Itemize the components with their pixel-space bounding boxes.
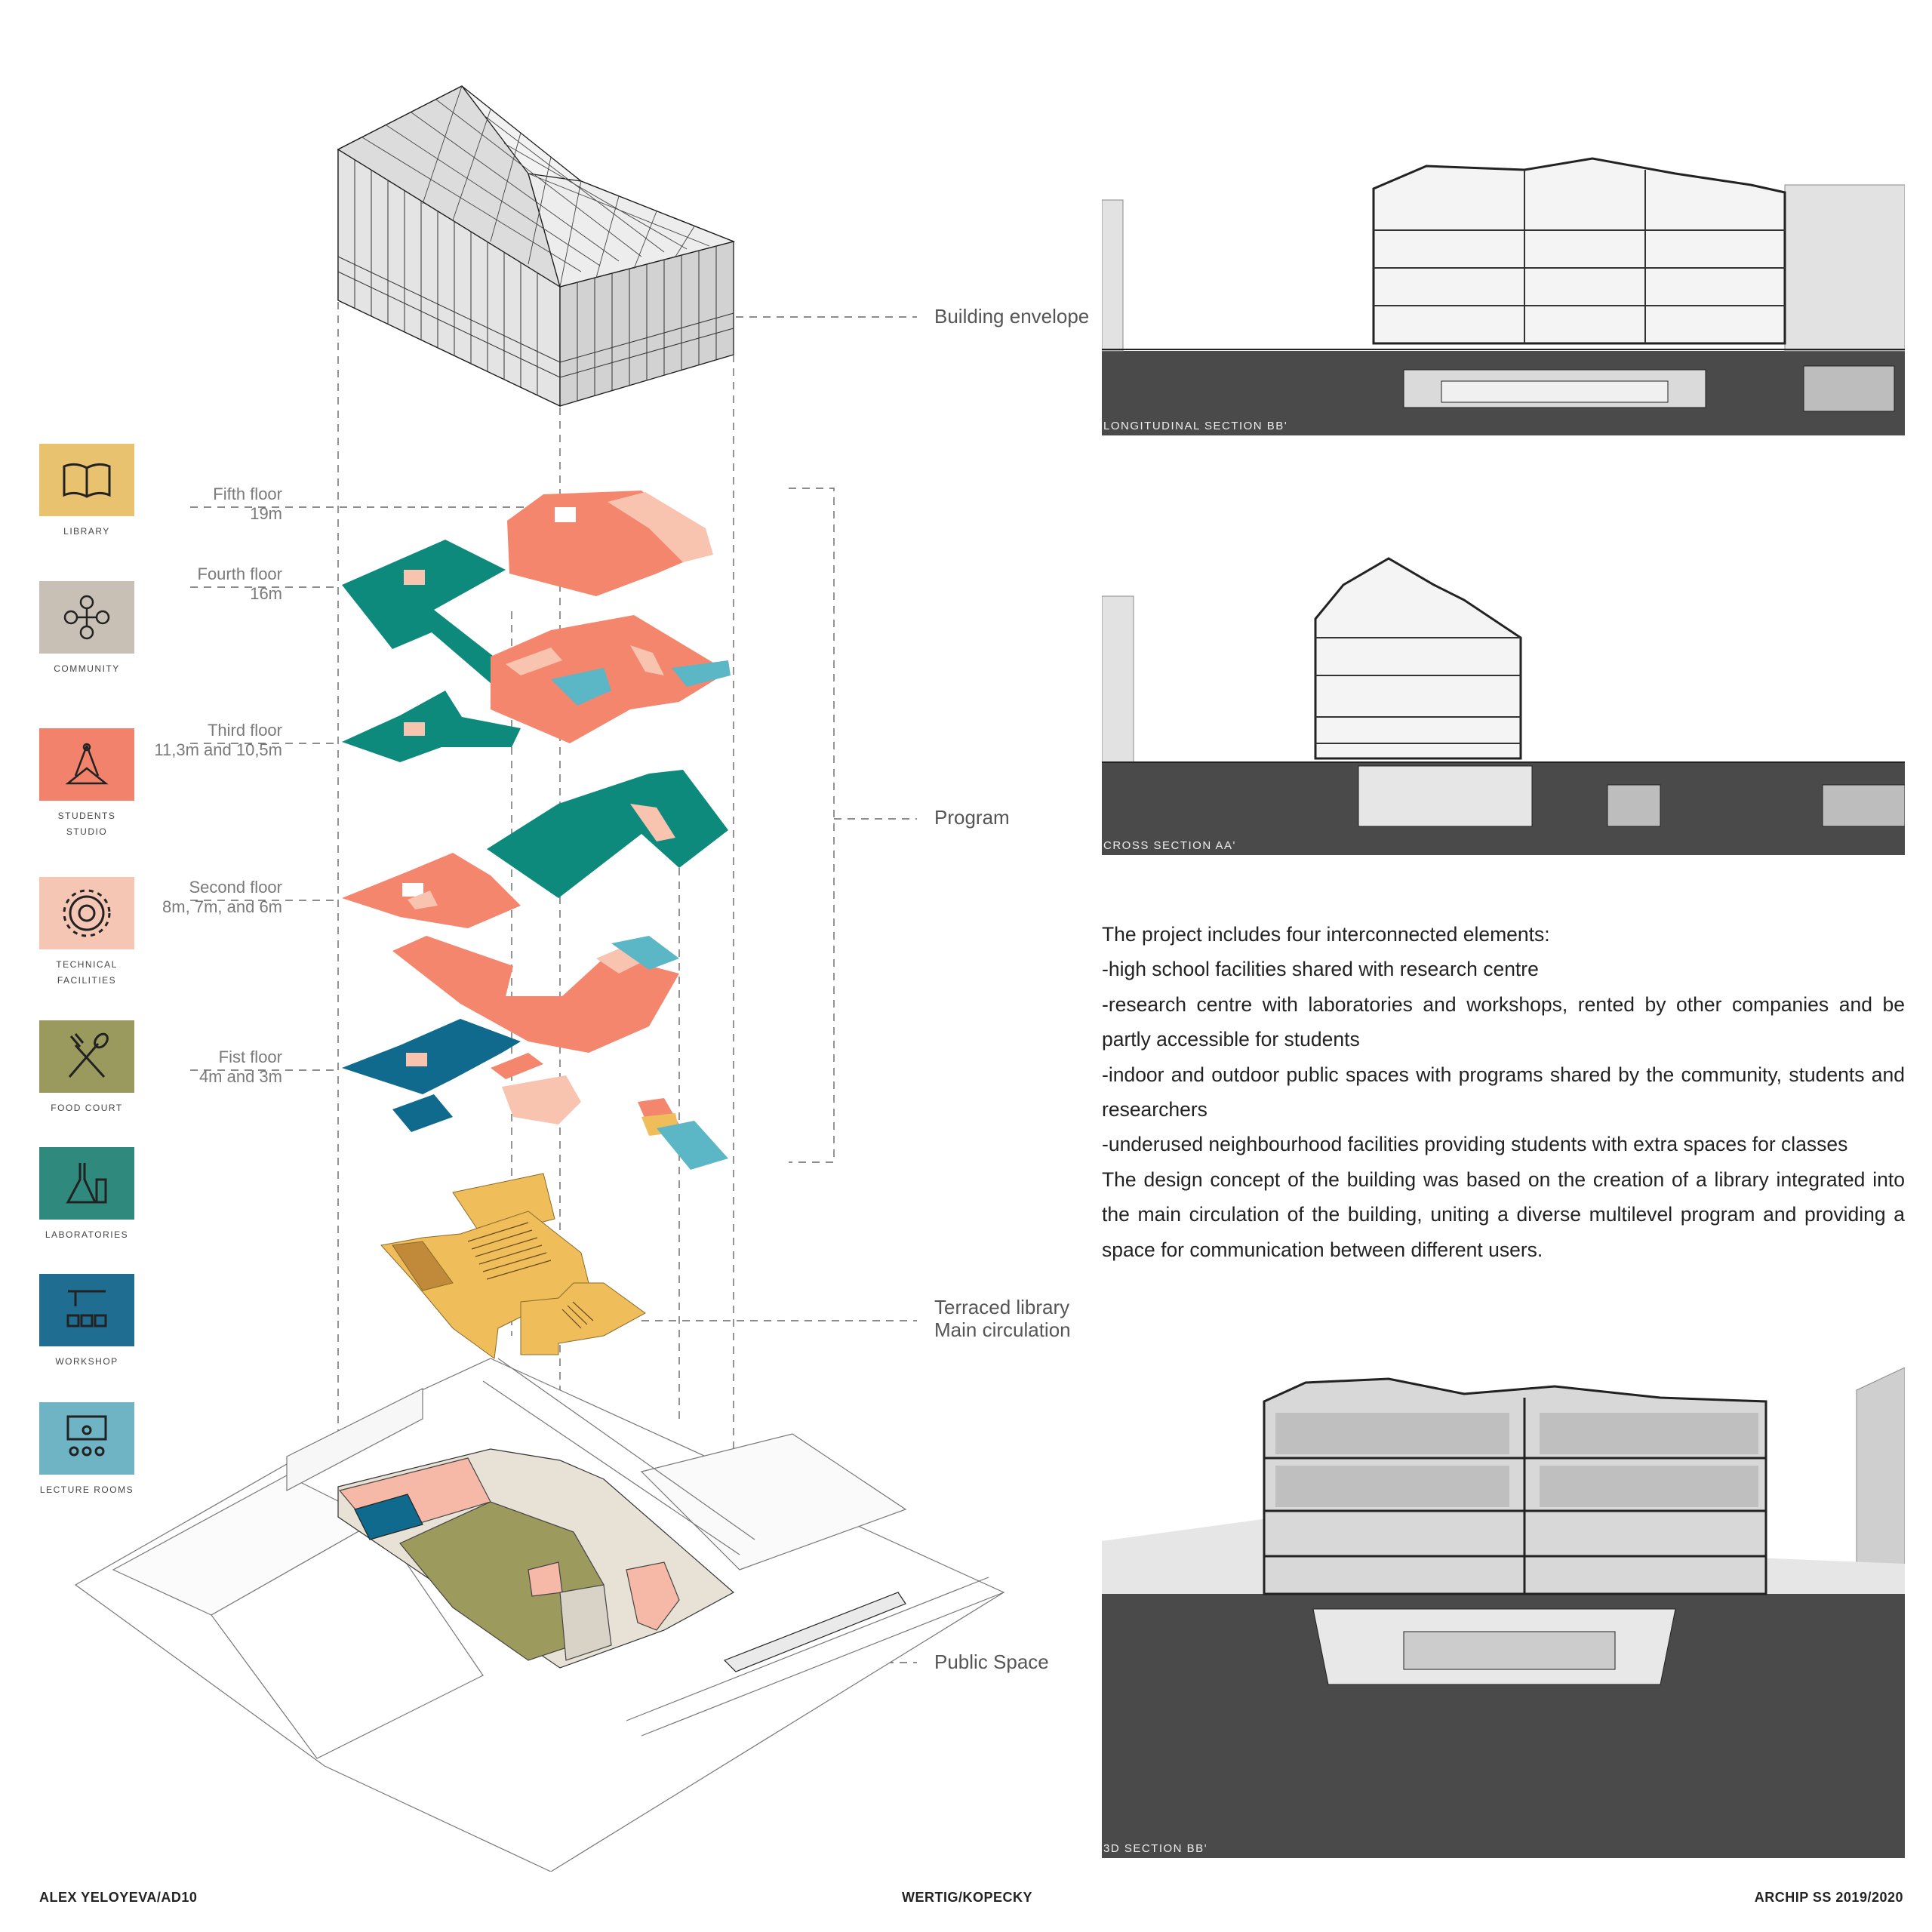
floor-name: Third floor [207,721,282,740]
footer-author: ALEX YELOYEVA/AD10 [39,1890,198,1905]
description-paragraph: -high school facilities shared with rese… [1102,958,1539,981]
legend-tile [39,581,134,654]
legend-label: WORKSHOP [55,1356,118,1367]
legend-item-library: LIBRARY [39,444,134,540]
gear-icon [63,889,111,937]
description-paragraph: -underused neighbourhood facilities prov… [1102,1133,1848,1156]
legend-tile [39,877,134,949]
callout-building-envelope: Building envelope [934,305,1090,328]
floor-name: Fifth floor [213,485,282,503]
longitudinal-section-drawing [1102,157,1905,435]
callout-public-space: Public Space [934,1651,1049,1673]
callout-line: Main circulation [934,1318,1071,1341]
open-book-icon [63,463,111,498]
legend-tile [39,728,134,801]
floor-name: Fist floor [218,1048,282,1066]
legend-label: COMMUNITY [54,663,120,674]
description-paragraph: -indoor and outdoor public spaces with p… [1102,1063,1905,1121]
section-caption: 3D SECTION BB' [1103,1842,1208,1855]
section-caption: CROSS SECTION AA' [1103,839,1236,852]
legend-tile [39,444,134,516]
description-paragraph: The design concept of the building was b… [1102,1168,1905,1261]
fifth-floor-plates [507,491,713,596]
legend-label: STUDENTS STUDIO [57,811,116,837]
callout-program: Program [934,806,1010,829]
legend-tile [39,1147,134,1220]
floor-label-second: Second floor 8m, 7m, and 6m [162,878,282,917]
fourth-floor-plates [342,540,731,743]
legend-label: FOOD COURT [51,1103,123,1113]
legend-label: LECTURE ROOMS [39,1484,134,1495]
lecturer-icon [66,1415,107,1457]
section-3d: 3D SECTION BB' [1102,1367,1905,1858]
footer-course: ARCHIP SS 2019/2020 [1754,1890,1903,1905]
legend-label: LIBRARY [63,526,110,537]
people-network-icon [63,595,110,640]
legend-tile [39,1402,134,1475]
second-floor-plates [342,770,728,1053]
legend-tile [39,1274,134,1346]
cross-section-drawing [1102,557,1905,855]
callout-terraced-library: Terraced library Main circulation [934,1296,1071,1341]
legend-item-community: COMMUNITY [39,581,134,677]
terraced-library [380,1173,646,1359]
floor-label-first: Fist floor 4m and 3m [199,1048,282,1087]
cross-section: CROSS SECTION AA' [1102,547,1905,855]
floor-height: 4m and 3m [198,1067,282,1086]
fork-spoon-icon [68,1032,109,1078]
robot-arm-icon [66,1290,107,1327]
legend-label: TECHNICAL FACILITIES [56,959,118,986]
description-paragraph: The project includes four interconnected… [1102,923,1550,946]
first-floor-plates [342,1019,728,1170]
legend-label: LABORATORIES [45,1229,129,1240]
legend-item-laboratories: LABORATORIES [39,1147,134,1243]
drafting-tools-icon [65,743,109,785]
callout-line: Terraced library [934,1296,1070,1318]
floor-label-third: Third floor 11,3m and 10,5m [154,721,282,760]
exploded-axonometric [74,85,1005,1872]
longitudinal-section: LONGITUDINAL SECTION BB' [1102,155,1905,435]
legend-item-technical-facilities: TECHNICAL FACILITIES [39,877,134,989]
floor-height: 8m, 7m, and 6m [162,897,282,916]
section-3d-drawing [1102,1367,1905,1858]
section-caption: LONGITUDINAL SECTION BB' [1103,420,1288,432]
third-floor-plates [342,691,521,762]
legend-item-lecture-rooms: LECTURE ROOMS [39,1402,134,1498]
flask-icon [66,1163,107,1204]
floor-label-fourth: Fourth floor 16m [198,565,283,604]
footer-tutors: WERTIG/KOPECKY [902,1890,1033,1905]
floor-name: Second floor [189,878,282,897]
project-description: The project includes four interconnected… [1102,917,1905,1267]
legend-item-students-studio: STUDENTS STUDIO [39,728,134,840]
legend-tile [39,1020,134,1093]
legend-item-workshop: WORKSHOP [39,1274,134,1370]
floor-height: 11,3m and 10,5m [154,740,282,759]
floor-label-fifth: Fifth floor 19m [213,485,282,524]
site-plan [74,1358,1005,1872]
floor-height: 19m [250,504,282,523]
floor-name: Fourth floor [197,565,283,583]
building-envelope [337,85,736,408]
floor-height: 16m [250,584,282,603]
legend-item-food-court: FOOD COURT [39,1020,134,1116]
description-paragraph: -research centre with laboratories and w… [1102,992,1905,1051]
